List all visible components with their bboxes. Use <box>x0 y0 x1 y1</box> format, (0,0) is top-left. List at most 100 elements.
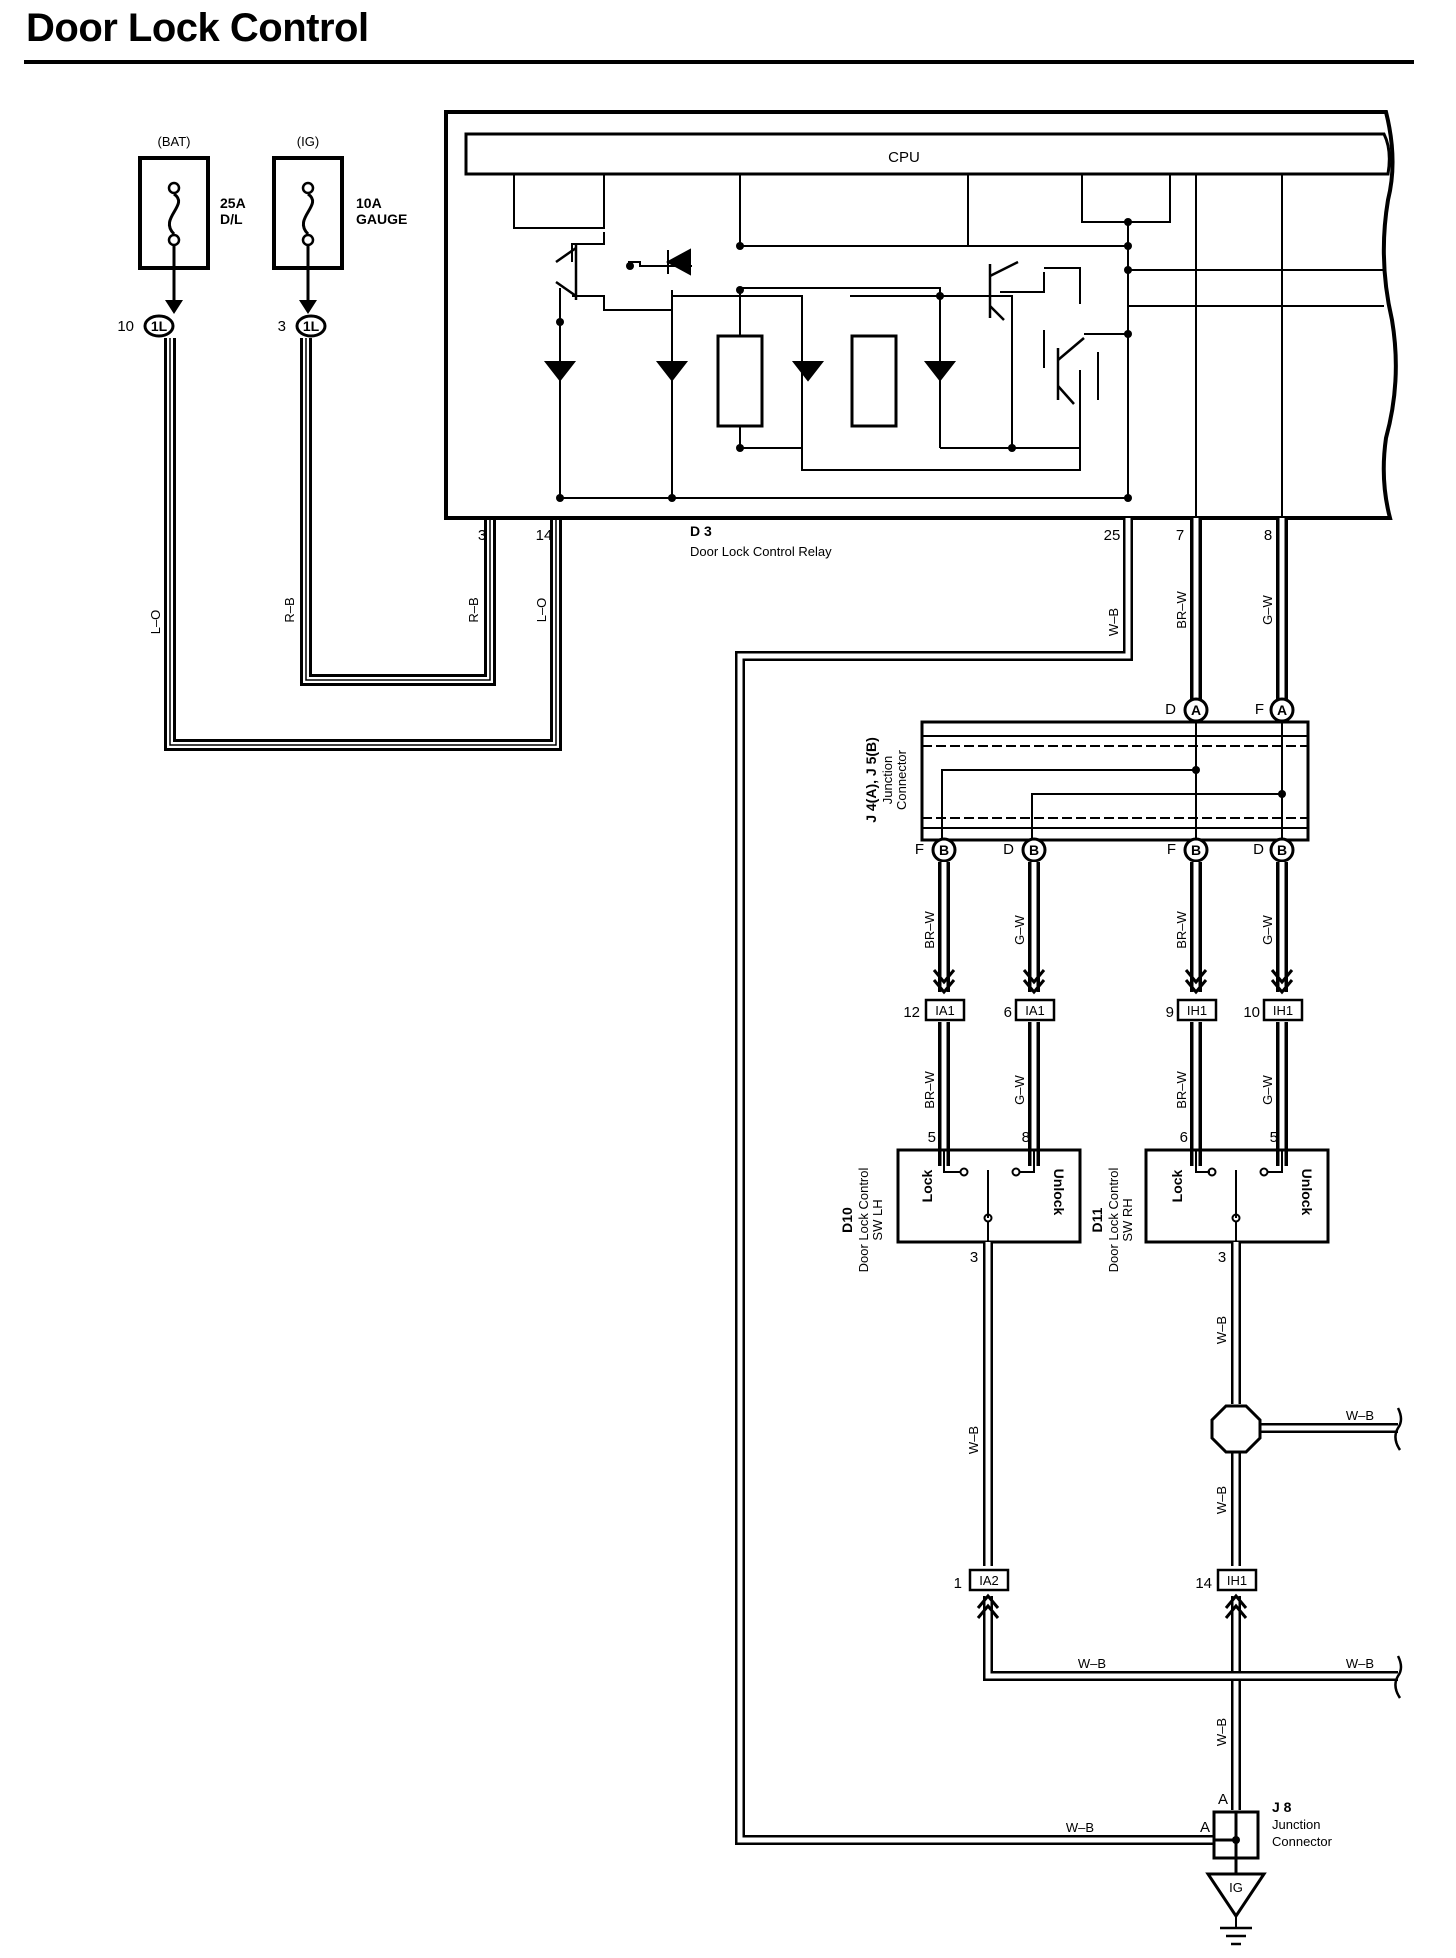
jab-bottom-b-1: B <box>939 842 949 858</box>
jab-bottom-f-2: F <box>1167 841 1176 858</box>
wire-label-lo-1: L–O <box>148 610 163 635</box>
switch-rh-pin-unlock: 5 <box>1270 1129 1278 1146</box>
switch-rh-pin-common: 3 <box>1218 1249 1226 1266</box>
wire-wb-relay <box>735 518 1232 1845</box>
switch-lh-pin-unlock: 8 <box>1022 1129 1030 1146</box>
wire-brw-gw-relay <box>1190 518 1288 716</box>
wire-label-wb-branch-2: W–B <box>1078 1656 1106 1671</box>
connector-ih1-a: IH1 <box>1187 1003 1207 1018</box>
wire-lo <box>164 338 562 751</box>
wire-label-brw-2: BR–W <box>1174 910 1189 948</box>
relay-pin-14: 14 <box>536 527 553 544</box>
jab-top-a-1: A <box>1191 702 1201 718</box>
connector-ih1-b: IH1 <box>1273 1003 1293 1018</box>
wire-label-gw-3: G–W <box>1012 1074 1027 1104</box>
wire-label-wb-lh: W–B <box>966 1426 981 1454</box>
switch-rh-name-2: SW RH <box>1120 1198 1135 1241</box>
wire-label-brw-4: BR–W <box>1174 1070 1189 1108</box>
connector-pin-12: 12 <box>903 1004 920 1021</box>
junction-connector-j4-j5: D A F A J 4(A), J 5(B) Junction Connecto… <box>863 697 1310 863</box>
lower-connectors: 1 IA2 14 IH1 <box>954 1568 1258 1592</box>
ground-label: IG <box>1229 1880 1243 1895</box>
door-lock-switch-rh: 6 5 Lock Unlock 3 D11 Door Lock Control … <box>1089 1129 1330 1273</box>
relay-pin-8: 8 <box>1264 527 1272 544</box>
fuse-dl-rating: 25A <box>220 195 246 211</box>
jab-bottom-f-1: F <box>915 841 924 858</box>
wire-label-wb-rh-3: W–B <box>1214 1718 1229 1746</box>
junction-connector-j8: A A J 8 Junction Connector <box>1200 1791 1333 1860</box>
fuse-dl-name: D/L <box>220 211 243 227</box>
wire-label-gw-2: G–W <box>1260 914 1275 944</box>
fuse-gauge-source: (IG) <box>297 134 319 149</box>
fuse-gauge: (IG) 10A GAUGE 3 1L <box>272 134 407 338</box>
switch-rh-lock: Lock <box>1169 1169 1185 1202</box>
switch-lh-name-1: Door Lock Control <box>856 1168 871 1273</box>
wire-label-rb-2: R–B <box>466 597 481 622</box>
relay-pin-25: 25 <box>1104 527 1121 544</box>
switch-rh-id: D11 <box>1089 1207 1105 1232</box>
jab-top-f: F <box>1255 701 1264 718</box>
jab-top-d: D <box>1165 701 1176 718</box>
switch-lh-lock: Lock <box>919 1169 935 1202</box>
fuse-dl-source: (BAT) <box>158 134 191 149</box>
jab-bottom-b-2: B <box>1029 842 1039 858</box>
switch-lh-id: D10 <box>839 1207 855 1233</box>
ground-symbol: IG <box>1205 1858 1267 1946</box>
jab-top-a-2: A <box>1277 702 1287 718</box>
switch-lh-unlock: Unlock <box>1051 1169 1067 1216</box>
switch-lh-pin-lock: 5 <box>928 1129 936 1146</box>
jab-name-2: Connector <box>894 749 909 810</box>
relay-id: D 3 <box>690 523 712 539</box>
wire-label-wb-branch-1: W–B <box>1346 1408 1374 1423</box>
connector-pin-9: 9 <box>1166 1004 1174 1021</box>
wires-to-switches <box>938 862 1288 1166</box>
wire-label-brw-relay: BR–W <box>1174 590 1189 628</box>
jab-bottom-b-4: B <box>1277 842 1287 858</box>
relay-name: Door Lock Control Relay <box>690 544 832 559</box>
switch-rh-unlock: Unlock <box>1299 1169 1315 1216</box>
j8-pin-a-top: A <box>1218 1791 1228 1808</box>
connector-ih1-c: IH1 <box>1227 1573 1247 1588</box>
fuse-dl-pin: 10 <box>117 318 134 335</box>
wire-label-gw-4: G–W <box>1260 1074 1275 1104</box>
connector-pin-10: 10 <box>1243 1004 1260 1021</box>
page-title: Door Lock Control <box>26 6 369 50</box>
fuse-gauge-name: GAUGE <box>356 211 407 227</box>
jab-bottom-d-2: D <box>1253 841 1264 858</box>
jab-bottom-b-3: B <box>1191 842 1201 858</box>
splice-point <box>1210 1404 1262 1454</box>
fuse-gauge-pin: 3 <box>278 318 286 335</box>
door-lock-control-relay: CPU <box>444 110 1398 559</box>
cpu-label: CPU <box>888 149 920 166</box>
inline-connectors: 12 IA1 6 IA1 9 IH1 10 IH1 <box>903 998 1304 1022</box>
connector-pin-1: 1 <box>954 1575 962 1592</box>
j8-pin-a-left: A <box>1200 1819 1210 1836</box>
j8-name-2: Connector <box>1272 1834 1333 1849</box>
jab-name-1: Junction <box>880 756 895 804</box>
relay-pin-7: 7 <box>1176 527 1184 544</box>
wire-label-wb-branch-3: W–B <box>1346 1656 1374 1671</box>
relay-pin-3: 3 <box>478 527 486 544</box>
door-lock-switch-lh: 5 8 Lock Unlock 3 D10 Door Lock Control … <box>839 1129 1082 1273</box>
j8-name-1: Junction <box>1272 1817 1320 1832</box>
connector-pin-14: 14 <box>1195 1575 1212 1592</box>
jab-id: J 4(A), J 5(B) <box>863 737 879 823</box>
title-divider <box>24 60 1414 64</box>
wire-rb <box>300 338 496 686</box>
wire-label-lo-2: L–O <box>534 598 549 623</box>
connector-ia1-b: IA1 <box>1025 1003 1045 1018</box>
wire-label-gw-relay: G–W <box>1260 594 1275 624</box>
wires-wb-ground <box>983 1242 1398 1810</box>
wire-label-wb-rh-2: W–B <box>1214 1486 1229 1514</box>
j8-id: J 8 <box>1272 1799 1292 1815</box>
connector-ia2: IA2 <box>979 1573 999 1588</box>
wire-label-wb-bottom: W–B <box>1066 1820 1094 1835</box>
wire-label-gw-1: G–W <box>1012 914 1027 944</box>
fuse-dl-connector: 1L <box>151 318 168 334</box>
fuse-dl: (BAT) 25A D/L 10 1L <box>117 134 246 338</box>
switch-rh-pin-lock: 6 <box>1180 1129 1188 1146</box>
switch-lh-name-2: SW LH <box>870 1199 885 1240</box>
wire-label-brw-1: BR–W <box>922 910 937 948</box>
switch-rh-name-1: Door Lock Control <box>1106 1168 1121 1273</box>
